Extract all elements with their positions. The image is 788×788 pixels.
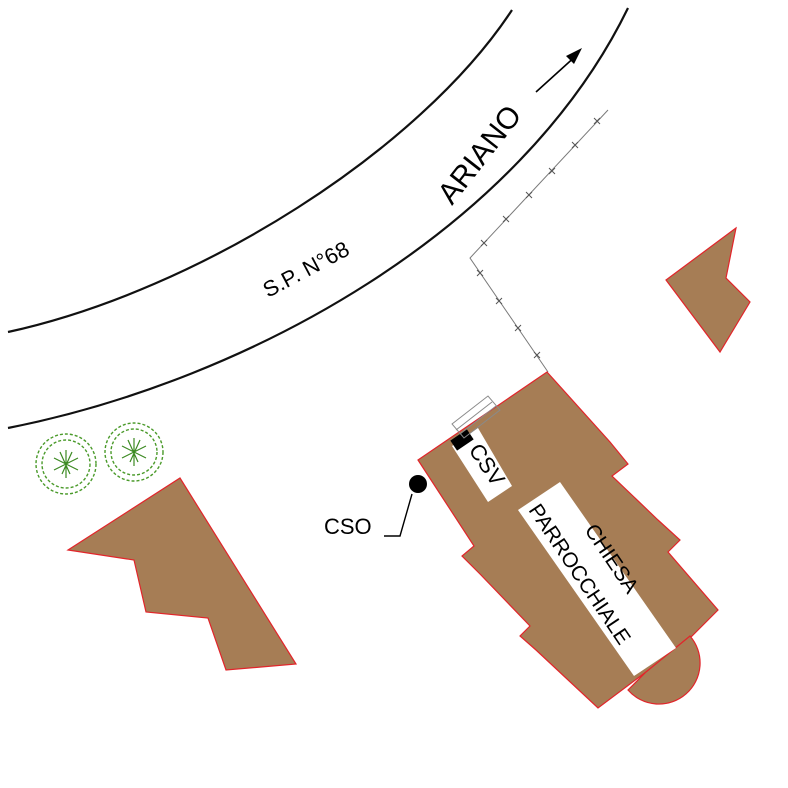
fence-line	[469, 109, 609, 373]
church-building: CHIESA PARROCCHIALE CSV	[417, 371, 719, 709]
church-label-band	[518, 482, 676, 676]
road-name-label: S.P. N°68	[259, 236, 354, 302]
tree-icon	[104, 422, 164, 482]
direction-arrow-icon	[535, 48, 582, 93]
tree-icon	[35, 433, 97, 495]
cso-point-icon	[409, 475, 427, 493]
cso-marker: CSO	[324, 475, 427, 539]
building-southwest	[66, 477, 298, 671]
cso-label: CSO	[324, 514, 372, 539]
church-entrance-steps	[451, 395, 501, 439]
building-northeast	[665, 226, 751, 354]
road-north-edge	[7, 9, 513, 334]
road-south-edge	[7, 7, 629, 430]
csv-box	[452, 428, 512, 502]
destination-label: ARIANO	[432, 99, 529, 210]
